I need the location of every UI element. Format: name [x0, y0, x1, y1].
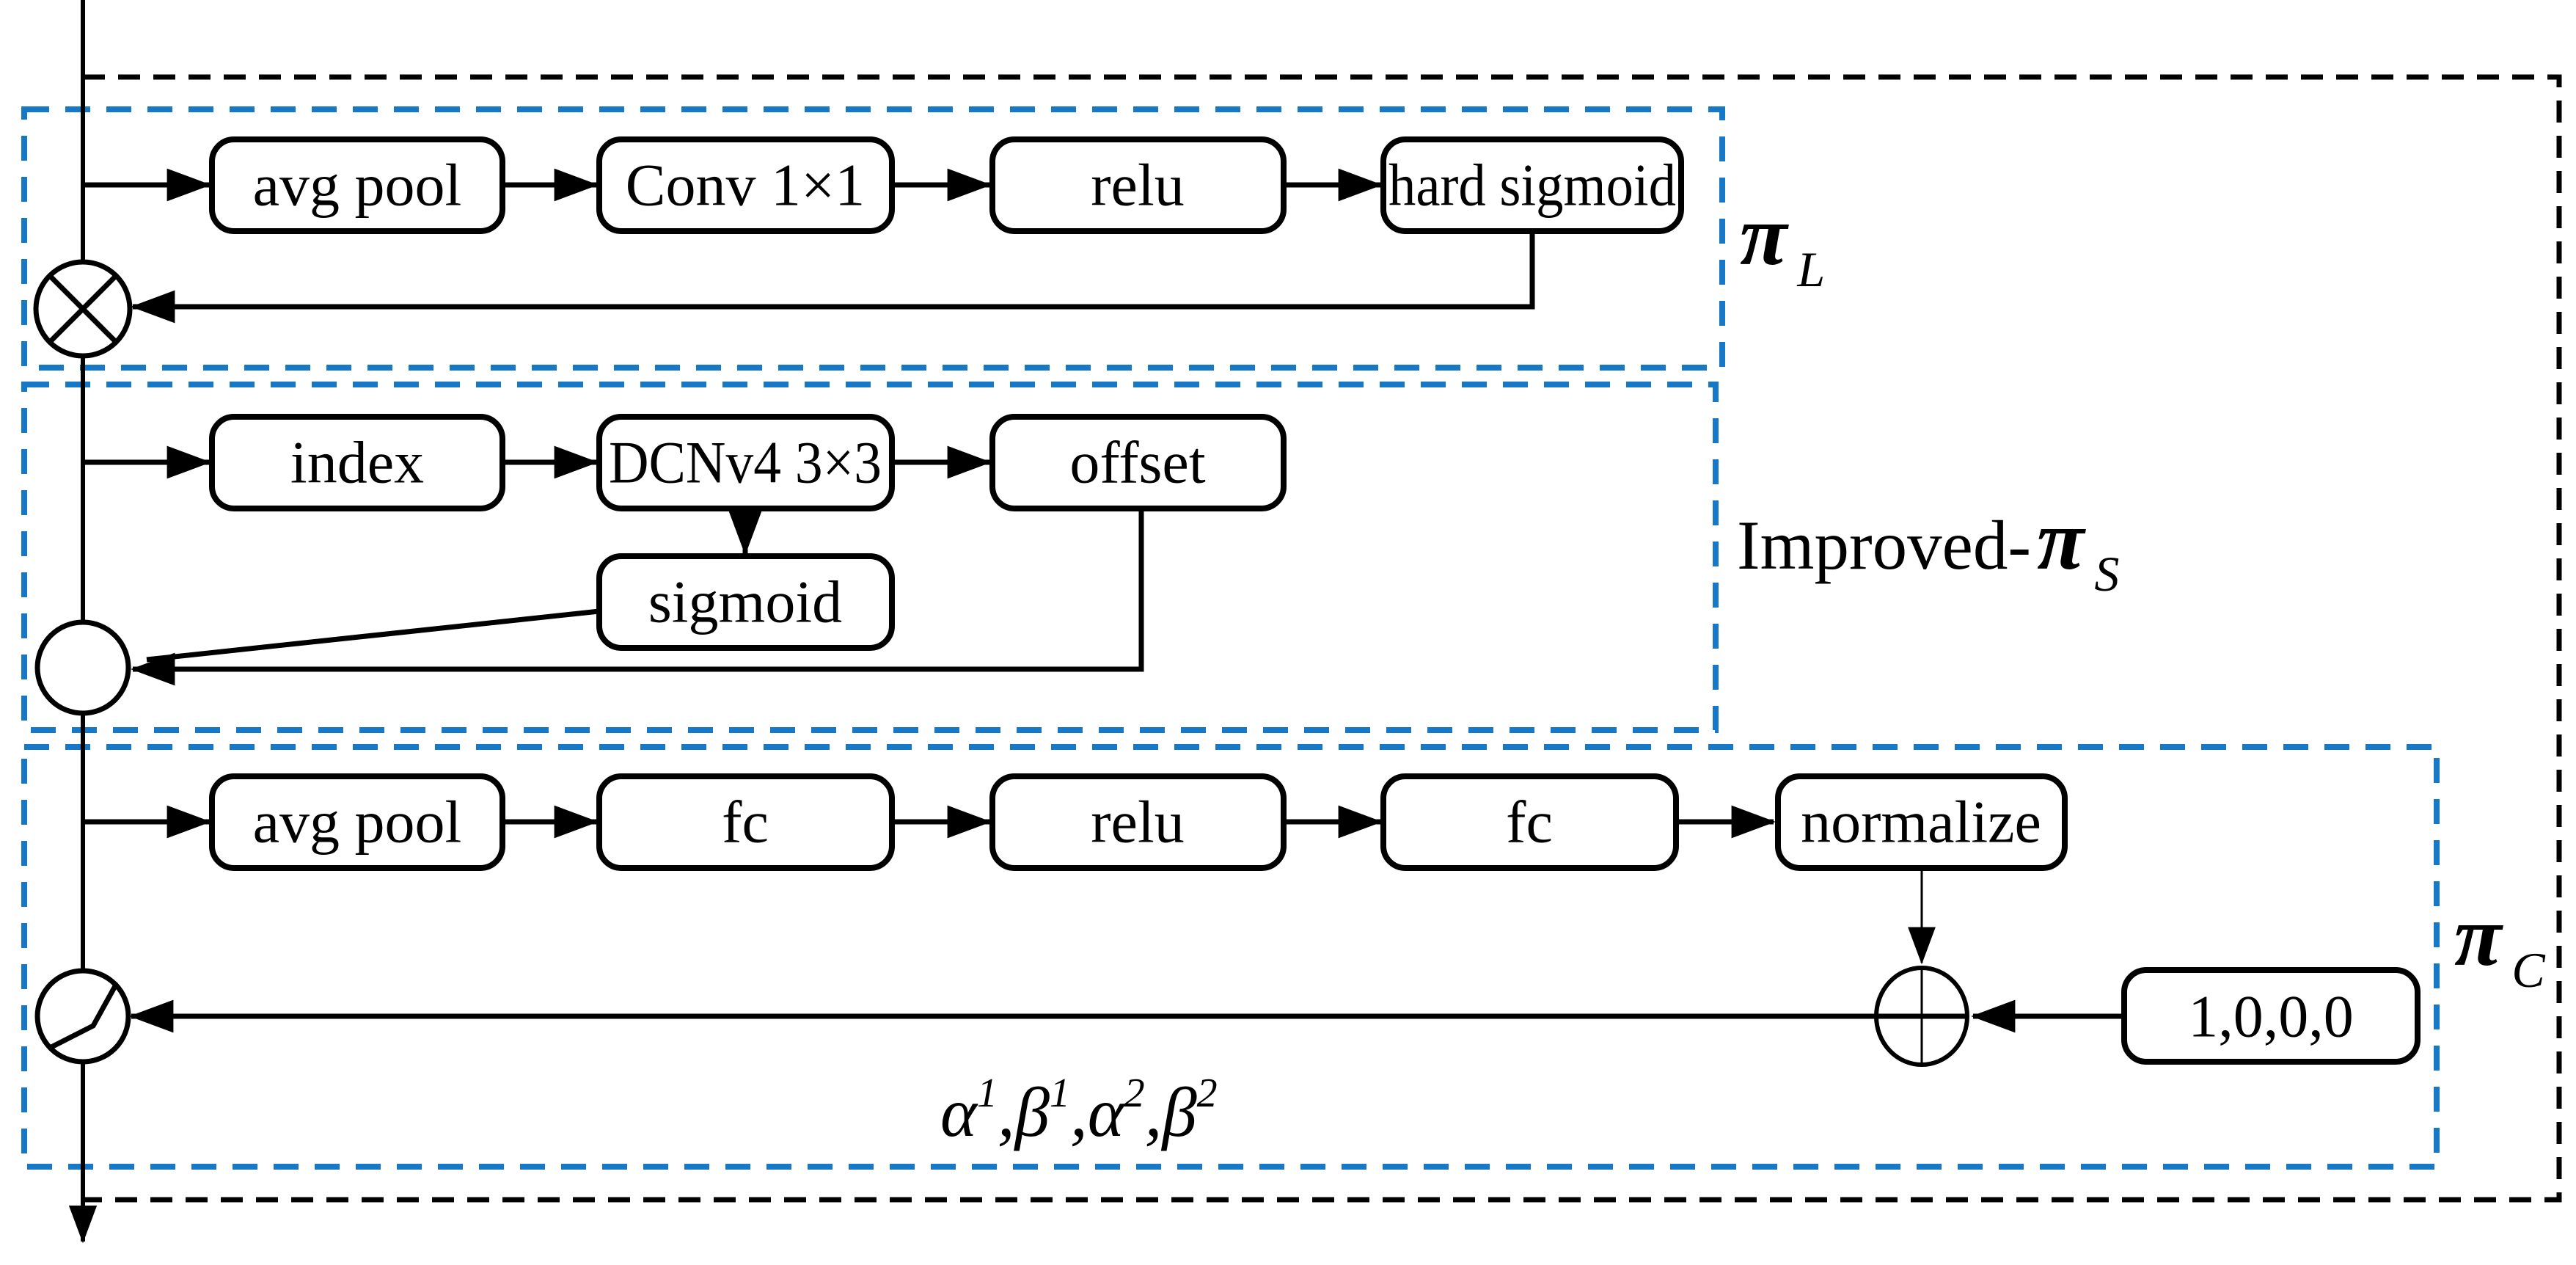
blend-circle-icon	[34, 619, 131, 716]
pi-L-subscript: L	[1796, 241, 1825, 297]
region-label-pi-C: π C	[2454, 888, 2545, 998]
node-normalize: normalize	[1775, 773, 2068, 871]
node-fc-2: fc	[1380, 773, 1679, 871]
node-avg-pool-2-label: avg pool	[253, 789, 462, 856]
pi-S-subscript: S	[2094, 546, 2119, 602]
improved-prefix: Improved-	[1737, 506, 2031, 584]
node-init-vector-label: 1,0,0,0	[2188, 983, 2354, 1050]
node-conv-1x1-label: Conv 1×1	[626, 152, 865, 219]
node-conv-1x1: Conv 1×1	[596, 136, 895, 234]
node-sigmoid: sigmoid	[596, 553, 895, 651]
region-border-pi-L	[21, 106, 1725, 371]
node-hard-sigmoid: hard sigmoid	[1380, 136, 1684, 234]
selector-switch-icon	[34, 968, 131, 1065]
node-relu-1: relu	[989, 136, 1287, 234]
region-label-improved-pi-S: Improved- π S	[1737, 492, 2119, 602]
node-avg-pool-1: avg pool	[209, 136, 505, 234]
node-relu-1-label: relu	[1091, 152, 1184, 219]
node-offset: offset	[989, 414, 1287, 511]
multiply-icon	[33, 259, 133, 359]
node-relu-2: relu	[989, 773, 1287, 871]
node-fc-1-label: fc	[722, 789, 769, 856]
feedback-hardsigmoid-to-multiply	[131, 231, 1535, 324]
output-weights-formula: α1,β1,α2,β2	[940, 1071, 1218, 1151]
node-hard-sigmoid-label: hard sigmoid	[1388, 152, 1676, 219]
node-avg-pool-2: avg pool	[209, 773, 505, 871]
node-offset-label: offset	[1069, 429, 1205, 496]
pi-C-subscript: C	[2511, 942, 2545, 998]
add-icon	[1874, 966, 1969, 1067]
node-relu-2-label: relu	[1091, 789, 1184, 856]
region-label-pi-L: π L	[1740, 187, 1825, 297]
feedback-sigmoid-to-blend	[146, 608, 600, 663]
pi-C-symbol: π	[2454, 888, 2503, 984]
node-fc-1: fc	[596, 773, 895, 871]
node-init-vector: 1,0,0,0	[2121, 967, 2421, 1065]
node-dcnv4-3x3: DCNv4 3×3	[596, 414, 895, 511]
node-normalize-label: normalize	[1801, 789, 2041, 856]
node-index: index	[209, 414, 505, 511]
pi-S-symbol: π	[2037, 492, 2086, 588]
node-fc-2-label: fc	[1506, 789, 1553, 856]
region-border-pi-C	[21, 744, 2440, 1170]
pi-L-symbol: π	[1740, 187, 1789, 283]
outer-dashed-border	[83, 74, 2562, 1203]
node-avg-pool-1-label: avg pool	[253, 152, 462, 219]
node-dcnv4-3x3-label: DCNv4 3×3	[609, 429, 882, 496]
node-sigmoid-label: sigmoid	[648, 569, 842, 635]
region-border-pi-S	[21, 382, 1719, 733]
feedback-offset-to-blend	[131, 508, 1144, 686]
node-index-label: index	[290, 429, 424, 496]
